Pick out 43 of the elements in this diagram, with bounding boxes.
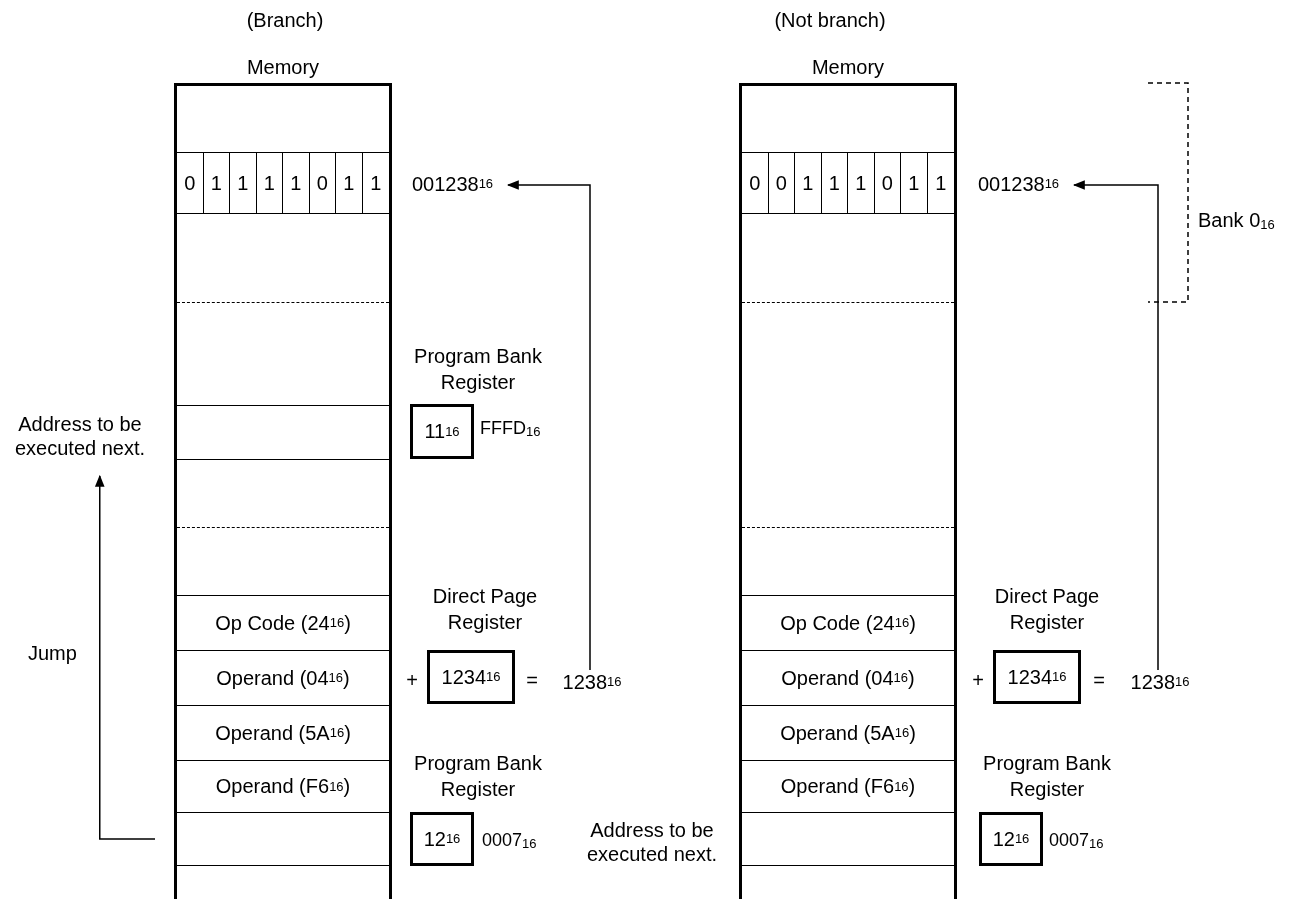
bit-cell: 1 xyxy=(283,153,310,213)
bit-cell: 1 xyxy=(336,153,363,213)
note-text: Address to be executed next. xyxy=(585,818,719,866)
bit-cell: 0 xyxy=(874,153,901,213)
column-heading: Memory xyxy=(810,55,886,79)
bit-cell: 1 xyxy=(230,153,257,213)
bit-cell: 1 xyxy=(362,153,389,213)
address-text: 0007$_{16}$ xyxy=(482,830,537,851)
bit-cell: 1 xyxy=(256,153,283,213)
operator-sign: = xyxy=(1092,668,1106,692)
register-label: Direct Page Register xyxy=(431,584,539,635)
operator-sign: + xyxy=(405,668,419,692)
memory-row xyxy=(177,152,389,214)
arrow xyxy=(1072,180,1159,671)
column-heading: Memory xyxy=(245,55,321,79)
memory-row xyxy=(742,152,954,214)
address-text: Address to be executed next. xyxy=(4,410,156,462)
arrow xyxy=(94,474,156,840)
bit-cell: 1 xyxy=(795,153,822,213)
register-label: Program Bank Register xyxy=(982,751,1112,802)
address-text: 0007$_{16}$ xyxy=(1049,830,1104,851)
panel-title: (Branch) xyxy=(245,8,325,32)
bit-cell: 0 xyxy=(309,153,336,213)
bank-label: Bank 0$_{16}$ xyxy=(1198,208,1276,232)
bit-cell: 0 xyxy=(768,153,795,213)
register-label: Program Bank Register xyxy=(413,344,543,395)
bit-cell: 1 xyxy=(901,153,928,213)
operator-sign: = xyxy=(525,668,539,692)
register-label: Program Bank Register xyxy=(413,751,543,802)
memory-cell xyxy=(742,812,954,866)
bit-cell: 1 xyxy=(203,153,230,213)
bit-cell: 1 xyxy=(848,153,875,213)
bit-cell: 1 xyxy=(821,153,848,213)
memory-cell xyxy=(177,812,389,866)
bit-cell: 0 xyxy=(177,153,204,213)
bit-cell: 1 xyxy=(927,153,954,213)
operator-sign: + xyxy=(971,668,985,692)
panel-title: (Not branch) xyxy=(773,8,887,32)
address-text: FFFD$_{16}$ xyxy=(480,418,541,439)
memory-cell xyxy=(177,405,389,460)
register-label: Direct Page Register xyxy=(993,584,1101,635)
arrow xyxy=(506,180,591,671)
bit-cell: 0 xyxy=(742,153,769,213)
